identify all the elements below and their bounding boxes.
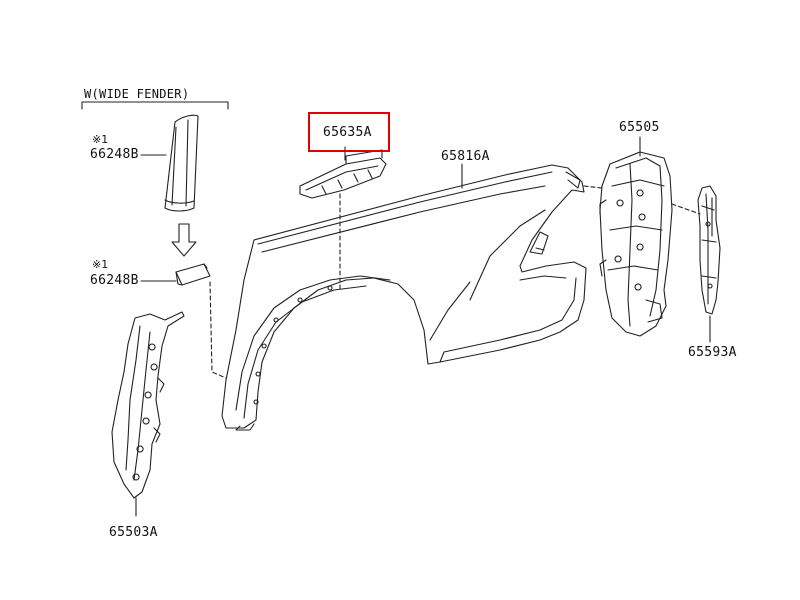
molding-upper-part (164, 114, 199, 212)
wide-fender-group-bracket (81, 101, 229, 110)
fender-panel-part (221, 164, 587, 431)
molding-lower-callout[interactable]: 66248B (90, 273, 139, 288)
side-pillar-part (697, 185, 721, 315)
wide-fender-group-label: W(WIDE FENDER) (84, 87, 190, 101)
molding-lower-part (175, 263, 211, 286)
fender-to-inner-dash (583, 185, 603, 189)
inner-panel-part (599, 151, 673, 337)
lower-reinforcement-callout[interactable]: 65503A (109, 525, 158, 540)
note-mark-upper: ※1 (92, 133, 109, 146)
inner-to-pillar-dash (671, 203, 701, 215)
molding-to-fender-dash (209, 281, 227, 379)
down-arrow-icon (171, 223, 197, 257)
side-pillar-callout[interactable]: 65593A (688, 345, 737, 360)
inner-panel-callout[interactable]: 65505 (619, 120, 660, 135)
molding-upper-callout[interactable]: 66248B (90, 147, 139, 162)
bracket-part (299, 149, 387, 199)
note-mark-lower: ※1 (92, 258, 109, 271)
highlight-box (308, 112, 390, 152)
fender-panel-callout[interactable]: 65816A (441, 149, 490, 164)
lower-reinforcement-part (111, 311, 185, 499)
bracket-callout[interactable]: 65635A (323, 125, 372, 140)
